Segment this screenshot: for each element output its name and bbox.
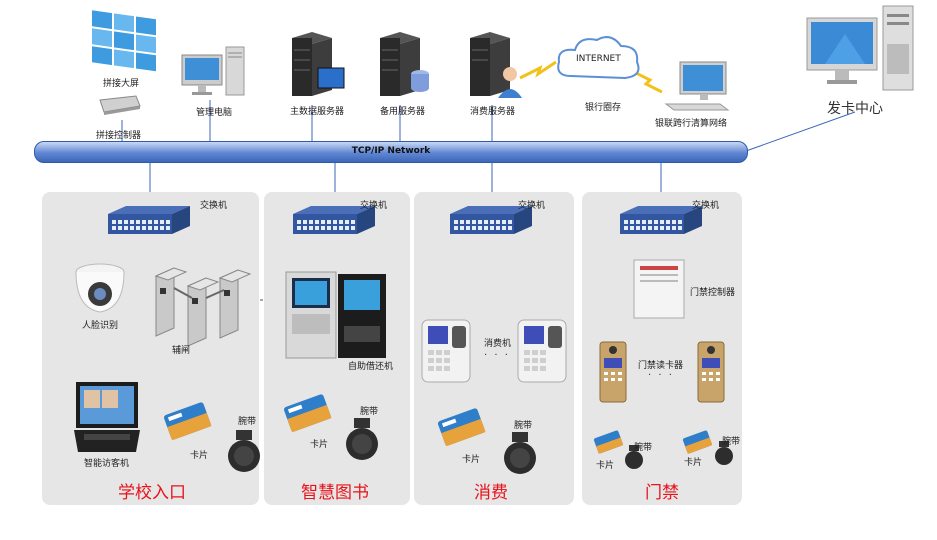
visitor-kiosk-icon [72,380,142,460]
library-title: 智慧图书 [301,483,369,503]
door-reader-label: 门禁读卡器 [638,361,684,371]
management-pc-label: 管理电脑 [196,108,233,118]
self-service-kiosk-icon [282,270,390,364]
face-recognition-label: 人脸识别 [82,321,119,331]
wristband-icon [342,416,382,466]
internet-cloud-icon [553,32,643,92]
access-controller-icon [632,258,686,324]
internet-label: INTERNET [576,54,621,64]
face-camera-icon [72,262,128,322]
switch-icon [448,204,534,246]
main-server-icon [288,30,348,104]
pos-terminal-icon [516,318,568,388]
consume-title: 消费 [474,483,508,503]
access-title: 门禁 [645,483,679,503]
access-switch-label: 交换机 [692,201,720,211]
pos-terminal-icon [420,318,472,388]
school-entry-title: 学校入口 [118,483,186,503]
pos-label: 消费机 [484,339,512,349]
access-fob1-label: 腕带 [634,443,653,453]
ic-card-icon [282,392,332,436]
reader-dots: · · · [648,370,674,381]
main-server-label: 主数据服务器 [290,107,345,117]
consume-card-label: 卡片 [462,455,481,465]
school-switch-label: 交换机 [200,201,228,211]
management-pc-icon [180,45,250,105]
access-controller-label: 门禁控制器 [690,288,736,298]
visitor-kiosk-label: 智能访客机 [84,459,130,469]
splicing-controller-icon [96,94,142,120]
switch-icon [106,204,192,246]
splicing-controller-label: 拼接控制器 [96,131,142,141]
consume-switch-label: 交换机 [518,201,546,211]
bank-network-pc-icon [662,60,738,118]
door-reader-icon [598,340,628,408]
switch-icon [291,204,377,246]
consume-fob-label: 腕带 [514,421,533,431]
school-fob-label: 腕带 [238,417,257,427]
network-label: TCP/IP Network [351,146,431,156]
ic-card-icon [593,428,624,458]
backup-server-label: 备用服务器 [380,107,426,117]
consumption-server-icon [466,30,526,106]
ic-card-icon [162,400,212,444]
ic-card-icon [682,428,713,458]
gate-label: 辅闸 [172,346,191,356]
turnstile-gate-icon [152,258,262,354]
school-card-label: 卡片 [190,451,209,461]
video-wall-label: 拼接大屏 [103,79,140,89]
library-fob-label: 腕带 [360,407,379,417]
library-card-label: 卡片 [310,440,329,450]
card-center-pc-icon [805,4,917,100]
access-fob2-label: 腕带 [722,437,741,447]
wristband-icon [712,440,736,470]
access-card2-label: 卡片 [684,458,703,468]
switch-icon [618,204,704,246]
ic-card-icon [436,406,486,450]
bank-network-label: 银联跨行清算网络 [655,119,728,129]
backup-server-icon [376,30,436,104]
video-wall-icon [90,8,160,82]
pos-dots: · · · [484,350,510,361]
card-center-label: 发卡中心 [827,101,883,117]
bank-front-label: 银行圈存 [585,103,622,113]
library-switch-label: 交换机 [360,201,388,211]
wristband-icon [500,430,540,480]
tcp-ip-network-bus: TCP/IP Network [34,141,748,163]
door-reader-icon [696,340,726,408]
access-card1-label: 卡片 [596,461,615,471]
kiosk-label: 自助借还机 [348,362,394,372]
wristband-icon [224,428,264,478]
school-entry-panel [42,192,259,505]
consumption-server-label: 消费服务器 [470,107,516,117]
wristband-icon [622,444,646,474]
